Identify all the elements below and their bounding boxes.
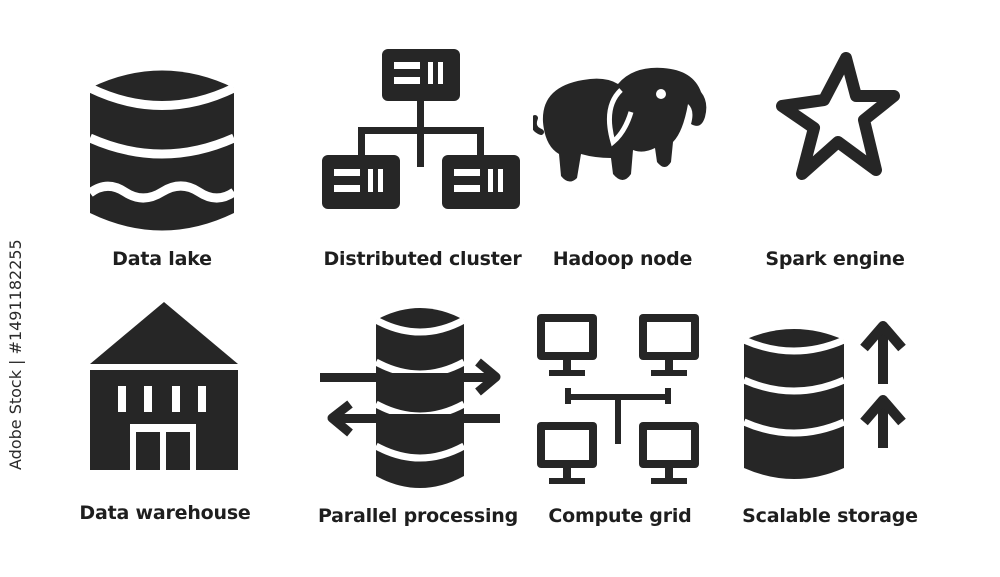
label-hadoop-node: Hadoop node xyxy=(552,248,693,270)
elephant-icon xyxy=(530,62,711,187)
label-data-warehouse: Data warehouse xyxy=(79,502,251,524)
label-parallel-processing: Parallel processing xyxy=(317,505,519,527)
label-compute-grid: Compute grid xyxy=(548,505,692,527)
label-distributed-cluster: Distributed cluster xyxy=(323,248,522,270)
computer-network-icon xyxy=(535,312,703,492)
server-tree-icon xyxy=(320,47,520,213)
label-data-lake: Data lake xyxy=(112,248,212,270)
database-up-arrows-icon xyxy=(742,318,912,490)
database-arrows-icon xyxy=(318,300,504,496)
label-scalable-storage: Scalable storage xyxy=(742,505,918,527)
star-icon xyxy=(776,52,900,182)
warehouse-icon xyxy=(88,300,240,472)
label-spark-engine: Spark engine xyxy=(765,248,905,270)
database-wave-icon xyxy=(85,58,239,240)
stock-id-watermark: Adobe Stock | #1491182255 xyxy=(6,239,25,470)
